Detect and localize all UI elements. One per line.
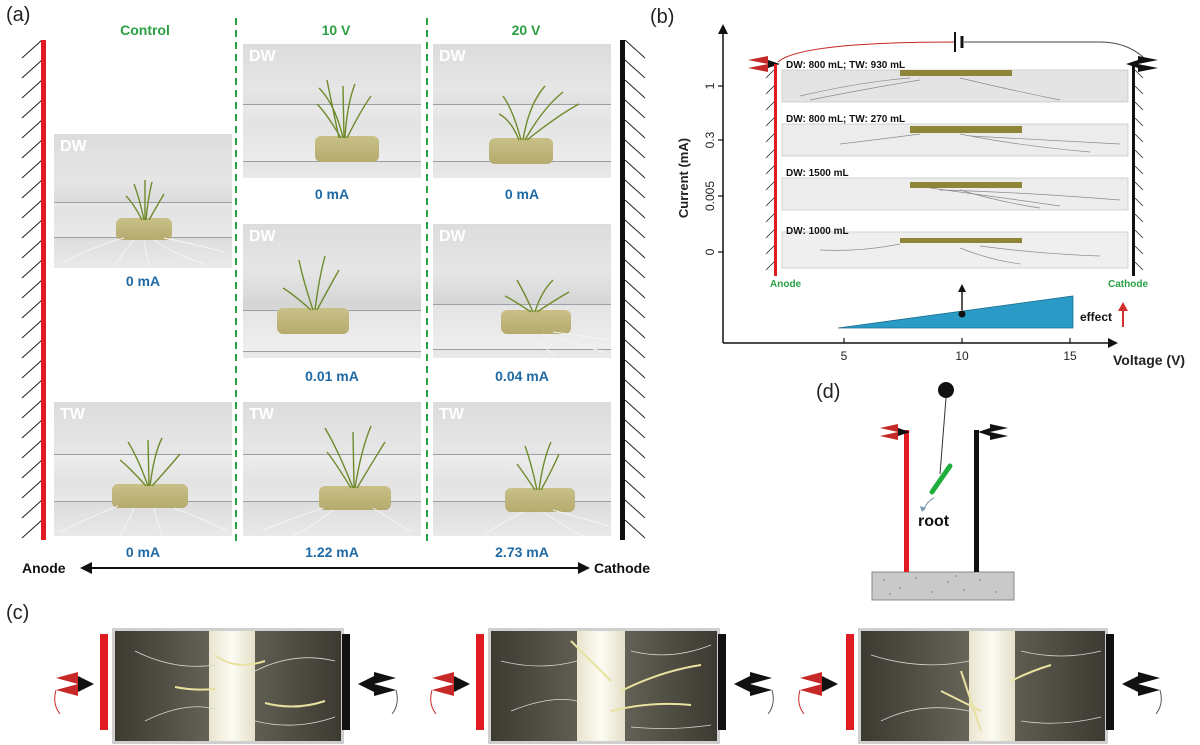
- plant-shoots: [484, 441, 610, 536]
- photo-tag: DW: [249, 48, 276, 65]
- panel-label-b: (b): [650, 6, 675, 28]
- panel-b-diagram: Current (mA) Voltage (V) 5 10 15 1 0.3 0…: [676, 24, 1185, 368]
- y-tick-0: 0: [703, 248, 717, 255]
- photo-20v-tw: TW: [433, 402, 611, 536]
- x-tick-15: 15: [1063, 349, 1077, 363]
- plant-shoots: [63, 180, 225, 268]
- photo-control-tw: TW: [54, 402, 232, 536]
- anode-plate-c1: [100, 634, 108, 730]
- current-10v-dw-top: 0 mA: [314, 186, 350, 202]
- y-tick-0005: 0.005: [703, 181, 717, 211]
- root-photo-c2: [488, 628, 720, 744]
- roots-c3: [870, 650, 1102, 732]
- cathode-plate-c3: [1106, 634, 1114, 730]
- anode-plate-c2: [476, 634, 484, 730]
- root-photo-c3: [858, 628, 1108, 744]
- cathode-clip-c1: [358, 672, 398, 715]
- photo-control-dw: DW: [54, 134, 232, 268]
- row-label-2: DW: 800 mL; TW: 270 mL: [786, 114, 905, 125]
- root-label: root: [918, 513, 950, 530]
- cathode-plate-c1: [342, 634, 350, 730]
- current-20v-tw: 2.73 mA: [495, 544, 549, 560]
- photo-10v-dw-top: DW: [243, 44, 421, 178]
- panel-label-c: (c): [6, 602, 30, 624]
- photo-10v-dw-mid: DW: [243, 224, 421, 358]
- x-tick-5: 5: [841, 349, 848, 363]
- cathode-clip-c3: [1122, 672, 1162, 715]
- row-label-3: DW: 1500 mL: [786, 168, 849, 179]
- photo-10v-tw: TW: [243, 402, 421, 536]
- strip-row-4: [781, 231, 1129, 269]
- cathode-clip-c2: [734, 672, 774, 715]
- photo-20v-dw-mid: DW: [433, 224, 611, 358]
- y-tick-1: 1: [703, 82, 717, 89]
- strip-row-1: [781, 69, 1129, 103]
- panel-label-d: (d): [816, 381, 841, 403]
- header-10v: 10 V: [321, 22, 351, 38]
- photo-tag: DW: [439, 48, 466, 65]
- x-tick-10: 10: [955, 349, 969, 363]
- y-axis-label: Current (mA): [676, 138, 691, 218]
- panel-label-a: (a): [6, 4, 31, 26]
- roots-c2: [500, 640, 712, 729]
- plant-shoots: [316, 79, 372, 139]
- header-20v: 20 V: [511, 22, 541, 38]
- anode-clip-c1: [54, 672, 94, 715]
- panel-d-diagram: root: [871, 382, 1015, 601]
- current-10v-dw-mid: 0.01 mA: [305, 368, 359, 384]
- row-label-1: DW: 800 mL; TW: 930 mL: [786, 60, 905, 71]
- photo-tag: TW: [439, 406, 464, 423]
- separator-right: [426, 18, 428, 543]
- current-control-dw: 0 mA: [125, 273, 161, 289]
- plant-shoots: [504, 279, 610, 358]
- cathode-label-b: Cathode: [1108, 279, 1148, 290]
- plant-shoots: [59, 437, 227, 536]
- photo-tag: DW: [249, 228, 276, 245]
- anode-clip-c2: [430, 672, 470, 715]
- cathode-plate-c2: [718, 634, 726, 730]
- plant-shoots: [262, 425, 412, 536]
- plant-shoots: [282, 255, 340, 311]
- anode-label-b: Anode: [770, 279, 802, 290]
- photo-tag: DW: [439, 228, 466, 245]
- current-control-tw: 0 mA: [125, 544, 161, 560]
- row-label-4: DW: 1000 mL: [786, 226, 849, 237]
- cathode-electrode-a: [620, 40, 646, 540]
- photo-tag: TW: [249, 406, 274, 423]
- anode-clip-c3: [798, 672, 838, 715]
- anode-plate-c3: [846, 634, 854, 730]
- strip-row-3: [781, 177, 1129, 211]
- photo-20v-dw-top: DW: [433, 44, 611, 178]
- plant-shoots: [498, 85, 580, 141]
- strip-row-2: [781, 123, 1129, 157]
- photo-tag: TW: [60, 406, 85, 423]
- root-photo-c1: [112, 628, 344, 744]
- current-20v-dw-mid: 0.04 mA: [495, 368, 549, 384]
- current-10v-tw: 1.22 mA: [305, 544, 359, 560]
- effect-label: effect: [1080, 310, 1112, 324]
- anode-electrode-a: [21, 40, 46, 540]
- x-axis-label: Voltage (V): [1113, 352, 1185, 368]
- header-control: Control: [120, 22, 170, 38]
- anode-label-a: Anode: [22, 560, 66, 576]
- cathode-label-a: Cathode: [594, 560, 650, 576]
- separator-left: [235, 18, 237, 543]
- double-arrow: [80, 562, 590, 574]
- roots-c1: [134, 650, 336, 726]
- current-20v-dw-top: 0 mA: [504, 186, 540, 202]
- photo-tag: DW: [60, 138, 87, 155]
- y-tick-03: 0.3: [703, 131, 717, 148]
